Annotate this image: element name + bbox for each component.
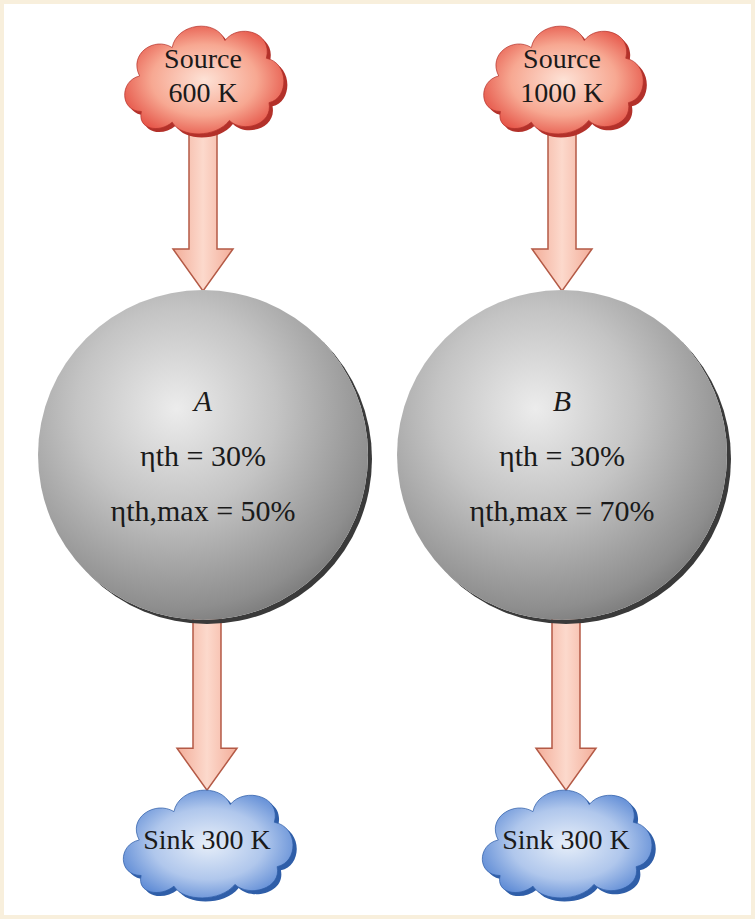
efficiency-label: ηth,max = 50% xyxy=(110,483,295,538)
reservoir-label: Source 1000 K xyxy=(502,42,622,110)
heat-sink-cloud: Sink 300 K xyxy=(113,769,301,911)
cloud-outline xyxy=(474,5,650,147)
cloud-outline xyxy=(115,5,291,147)
heat-engine-circle: Aηth = 30%ηth,max = 50% xyxy=(38,290,368,620)
efficiency-label: ηth = 30% xyxy=(110,428,295,483)
text-group: Source 600 K xyxy=(148,42,258,110)
text-group: Bηth = 30%ηth,max = 70% xyxy=(469,373,654,538)
heat-flow-arrow xyxy=(173,127,233,291)
efficiency-label: ηth = 30% xyxy=(469,428,654,483)
heat-sink-cloud: Sink 300 K xyxy=(472,769,660,911)
cloud-body xyxy=(482,790,652,898)
heat-flow-arrow xyxy=(532,127,592,291)
text-group: Source 1000 K xyxy=(502,42,622,110)
cloud-body xyxy=(125,26,284,134)
text-group: Aηth = 30%ηth,max = 50% xyxy=(110,373,295,538)
heat-source-cloud: Source 1000 K xyxy=(474,5,650,147)
reservoir-label: Sink 300 K xyxy=(143,823,271,857)
reservoir-label: Source 600 K xyxy=(148,42,258,110)
efficiency-label: ηth,max = 70% xyxy=(469,483,654,538)
engine-name: B xyxy=(469,373,654,428)
engine-name: A xyxy=(110,373,295,428)
heat-flow-arrow xyxy=(536,618,596,790)
heat-flow-arrow xyxy=(177,618,237,790)
text-group: Sink 300 K xyxy=(143,823,271,857)
heat-source-cloud: Source 600 K xyxy=(115,5,291,147)
cloud-body xyxy=(483,26,643,134)
reservoir-label: Sink 300 K xyxy=(502,823,630,857)
text-group: Sink 300 K xyxy=(502,823,630,857)
heat-engine-circle: Bηth = 30%ηth,max = 70% xyxy=(397,290,727,620)
cloud-body xyxy=(123,790,293,898)
